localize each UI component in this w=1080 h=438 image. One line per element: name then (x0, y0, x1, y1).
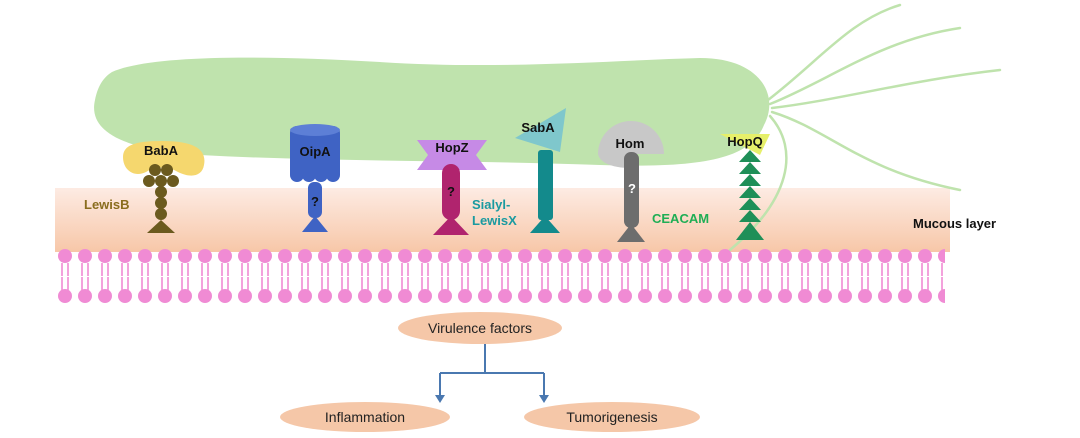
lewisb-receptor (143, 164, 179, 233)
ceacam-label: CEACAM (652, 211, 709, 226)
hopz-adhesin-group: HopZ ? Sialyl- LewisX (417, 140, 517, 235)
inflammation-node (280, 402, 450, 432)
baba-adhesin-group: BabA LewisB (84, 141, 205, 233)
hopq-label: HopQ (727, 134, 762, 149)
hopz-receptor (433, 164, 469, 235)
hopz-label: HopZ (435, 140, 468, 155)
baba-adhesin (123, 141, 205, 176)
lipid-bilayer (55, 248, 945, 304)
hopz-adhesin (417, 140, 487, 170)
sialyl-label: Sialyl- (472, 197, 510, 212)
tumorigenesis-node (524, 402, 700, 432)
lewisb-label: LewisB (84, 197, 130, 212)
oipa-adhesin-group: OipA ? (290, 124, 340, 232)
flow-arrows (439, 344, 545, 396)
lewisx-label: LewisX (472, 213, 517, 228)
hom-receptor-mark: ? (628, 181, 636, 196)
inflammation-label: Inflammation (325, 409, 405, 425)
saba-receptor (530, 150, 560, 233)
oipa-receptor-mark: ? (311, 194, 319, 209)
hopz-receptor-mark: ? (447, 184, 455, 199)
ceacam-receptor (736, 150, 764, 240)
hom-receptor (617, 152, 645, 242)
hopq-adhesin-group: HopQ CEACAM (652, 134, 770, 240)
flagella (728, 3, 1002, 252)
mucous-layer-band (55, 188, 950, 252)
saba-adhesin-group: SabA (515, 108, 566, 233)
tumorigenesis-label: Tumorigenesis (566, 409, 657, 425)
hopq-adhesin (720, 134, 770, 155)
bacterium-body (94, 57, 770, 166)
mucous-layer-label: Mucous layer (913, 216, 996, 231)
baba-label: BabA (144, 143, 179, 158)
oipa-receptor (302, 182, 328, 232)
virulence-factors-node (398, 312, 562, 344)
virulence-factors-label: Virulence factors (428, 320, 532, 336)
oipa-adhesin (290, 124, 340, 182)
saba-label: SabA (521, 120, 555, 135)
saba-adhesin (515, 108, 566, 152)
oipa-label: OipA (299, 144, 331, 159)
hom-adhesin (598, 121, 664, 168)
arrow-heads (435, 395, 549, 403)
hom-adhesin-group: Hom ? (598, 121, 664, 242)
hom-label: Hom (616, 136, 645, 151)
